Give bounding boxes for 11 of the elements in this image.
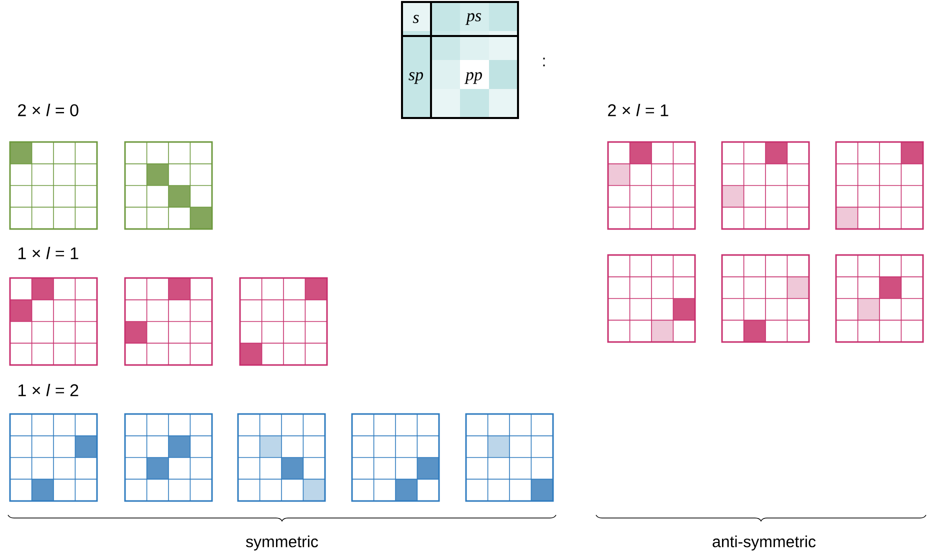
caption-text: symmetric (246, 536, 318, 550)
matrix-label: s (412, 14, 419, 24)
caption-text: anti-symmetric (712, 536, 816, 550)
matrix-label: sp (408, 72, 424, 84)
group-heading: 1 × l = 1 (18, 246, 78, 260)
group-heading: 2 × l = 1 (608, 104, 668, 116)
group-heading: 2 × l = 0 (18, 104, 78, 116)
caption-text: : (543, 58, 545, 66)
matrix-label: pp (464, 72, 482, 84)
matrix-label: ps (465, 13, 482, 25)
group-heading: 1 × l = 2 (18, 384, 78, 396)
